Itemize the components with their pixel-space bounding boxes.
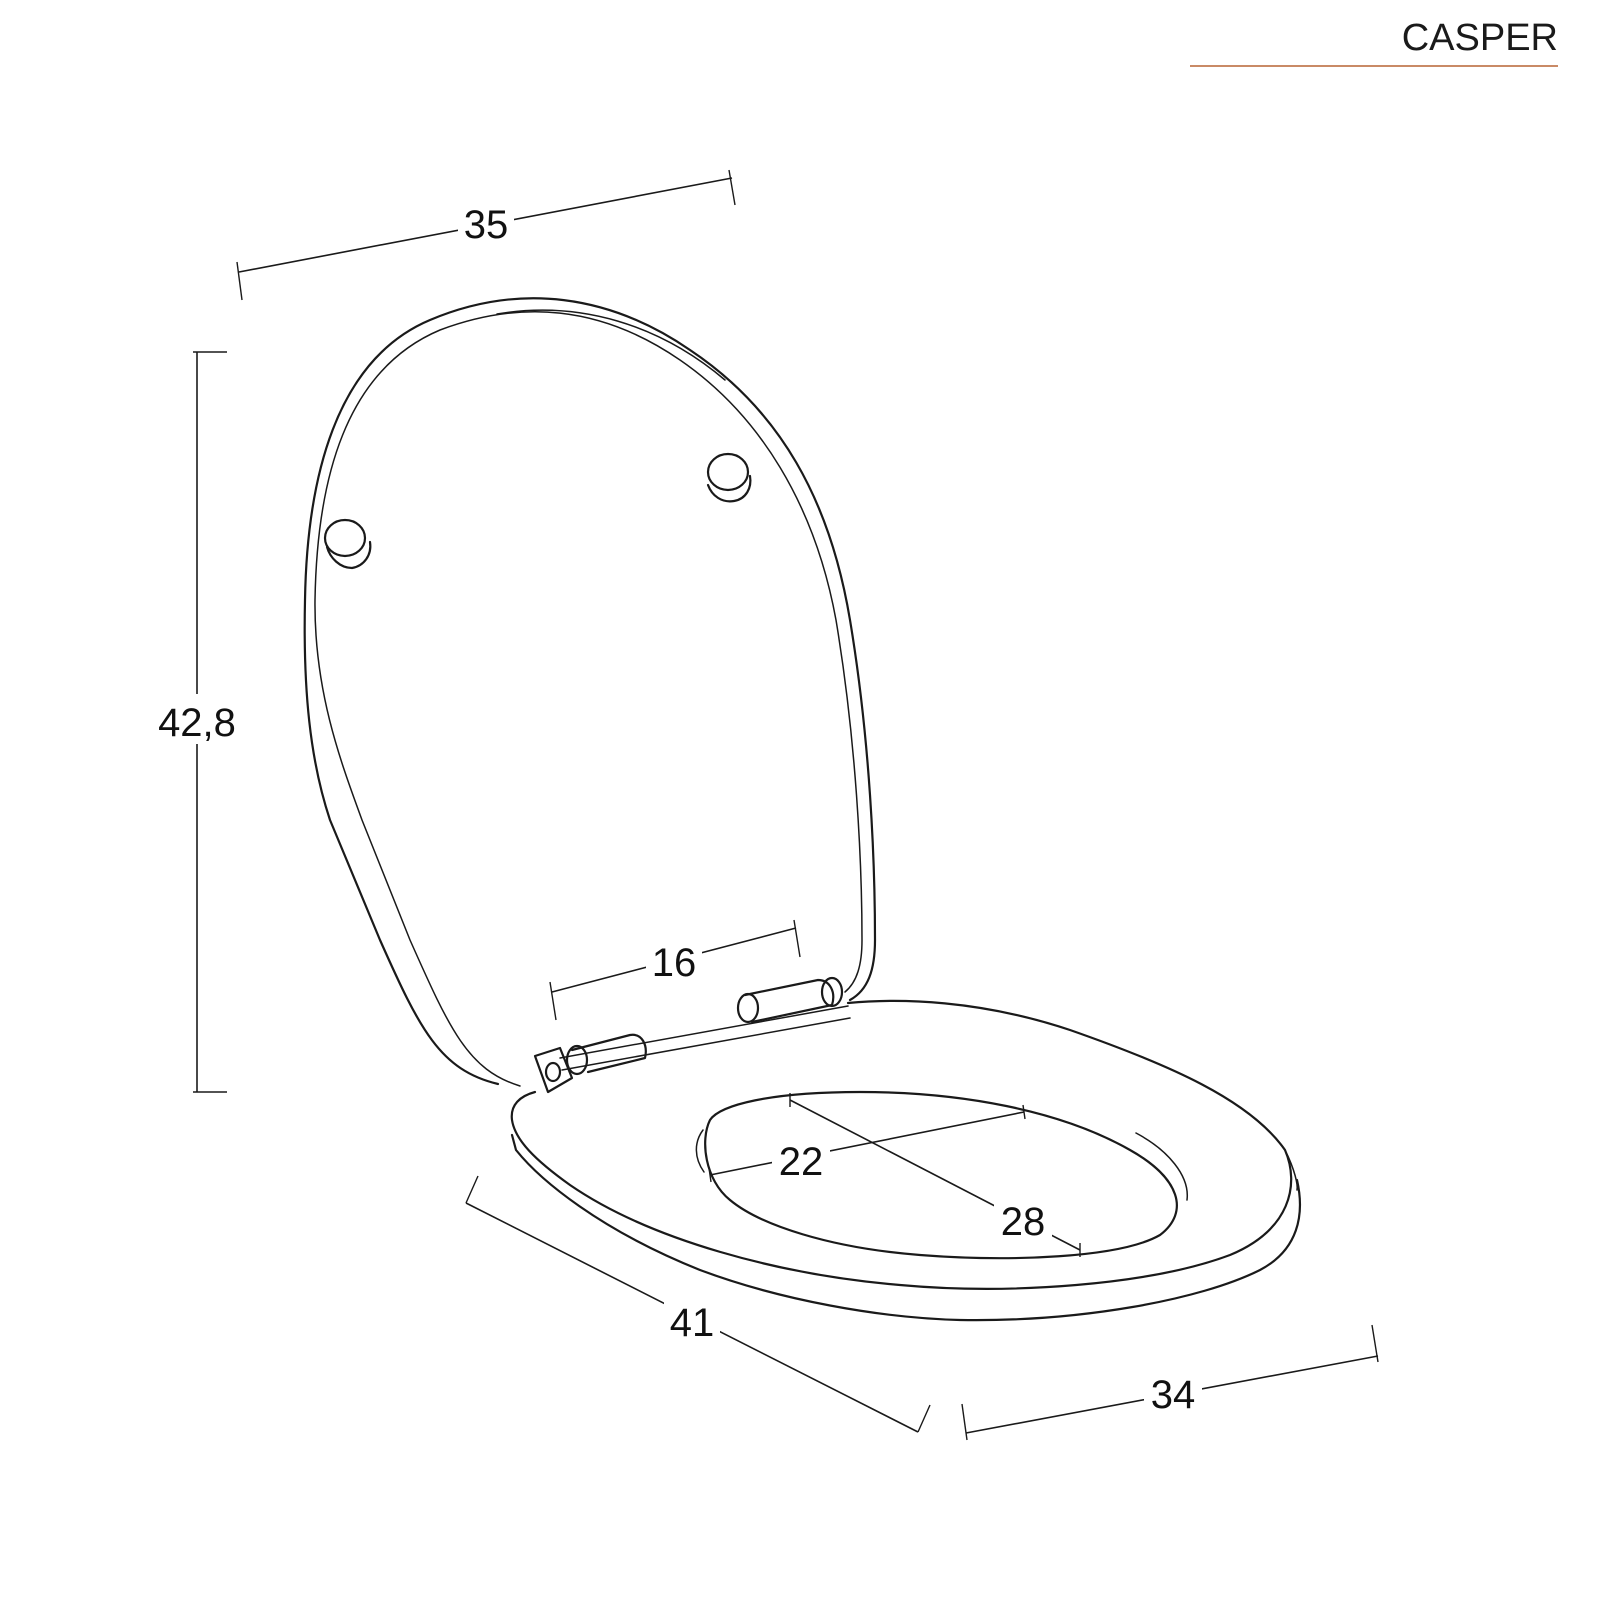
seat-ring (510, 999, 1301, 1322)
lid-outer-outline (303, 297, 877, 1086)
hinge-pivot (533, 1046, 574, 1094)
hinge-left (570, 1033, 647, 1074)
dimension-lid-width: 35 (236, 169, 736, 301)
lid-top-edge-highlight (496, 309, 726, 381)
dimension-seat-length: 41 (465, 1175, 931, 1433)
dimension-seat-width: 34 (961, 1324, 1379, 1441)
dimension-label-lid-width: 35 (464, 203, 509, 247)
seat-bottom-outline (510, 1133, 1301, 1322)
lid-bumper-left (323, 518, 372, 570)
lid (303, 297, 877, 1087)
dimension-label-opening-width: 22 (779, 1140, 824, 1184)
seat-opening (704, 1090, 1178, 1260)
brand-name: CASPER (1402, 17, 1558, 59)
lid-inner-outline (314, 311, 863, 1087)
dimension-label-seat-length: 41 (670, 1301, 715, 1345)
hinge-assembly (533, 976, 851, 1094)
dimension-lid-height: 42,8 (150, 351, 244, 1093)
dimension-hinge-span: 16 (549, 919, 801, 1021)
seat-opening-rim-right (1135, 1132, 1188, 1201)
seat-top-outline (510, 999, 1293, 1290)
dimension-label-lid-height: 42,8 (158, 701, 236, 745)
dimension-label-opening-length: 28 (1001, 1200, 1046, 1244)
seat-edge (1284, 1149, 1298, 1191)
dimension-opening-length: 28 (789, 1093, 1081, 1257)
seat-opening-rim-left (695, 1129, 705, 1173)
dimension-label-hinge-span: 16 (652, 941, 697, 985)
lid-bumper-right (706, 452, 752, 503)
dimension-label-seat-width: 34 (1151, 1373, 1196, 1417)
hinge-right (743, 978, 835, 1024)
dimension-opening-width: 22 (708, 1104, 1026, 1184)
